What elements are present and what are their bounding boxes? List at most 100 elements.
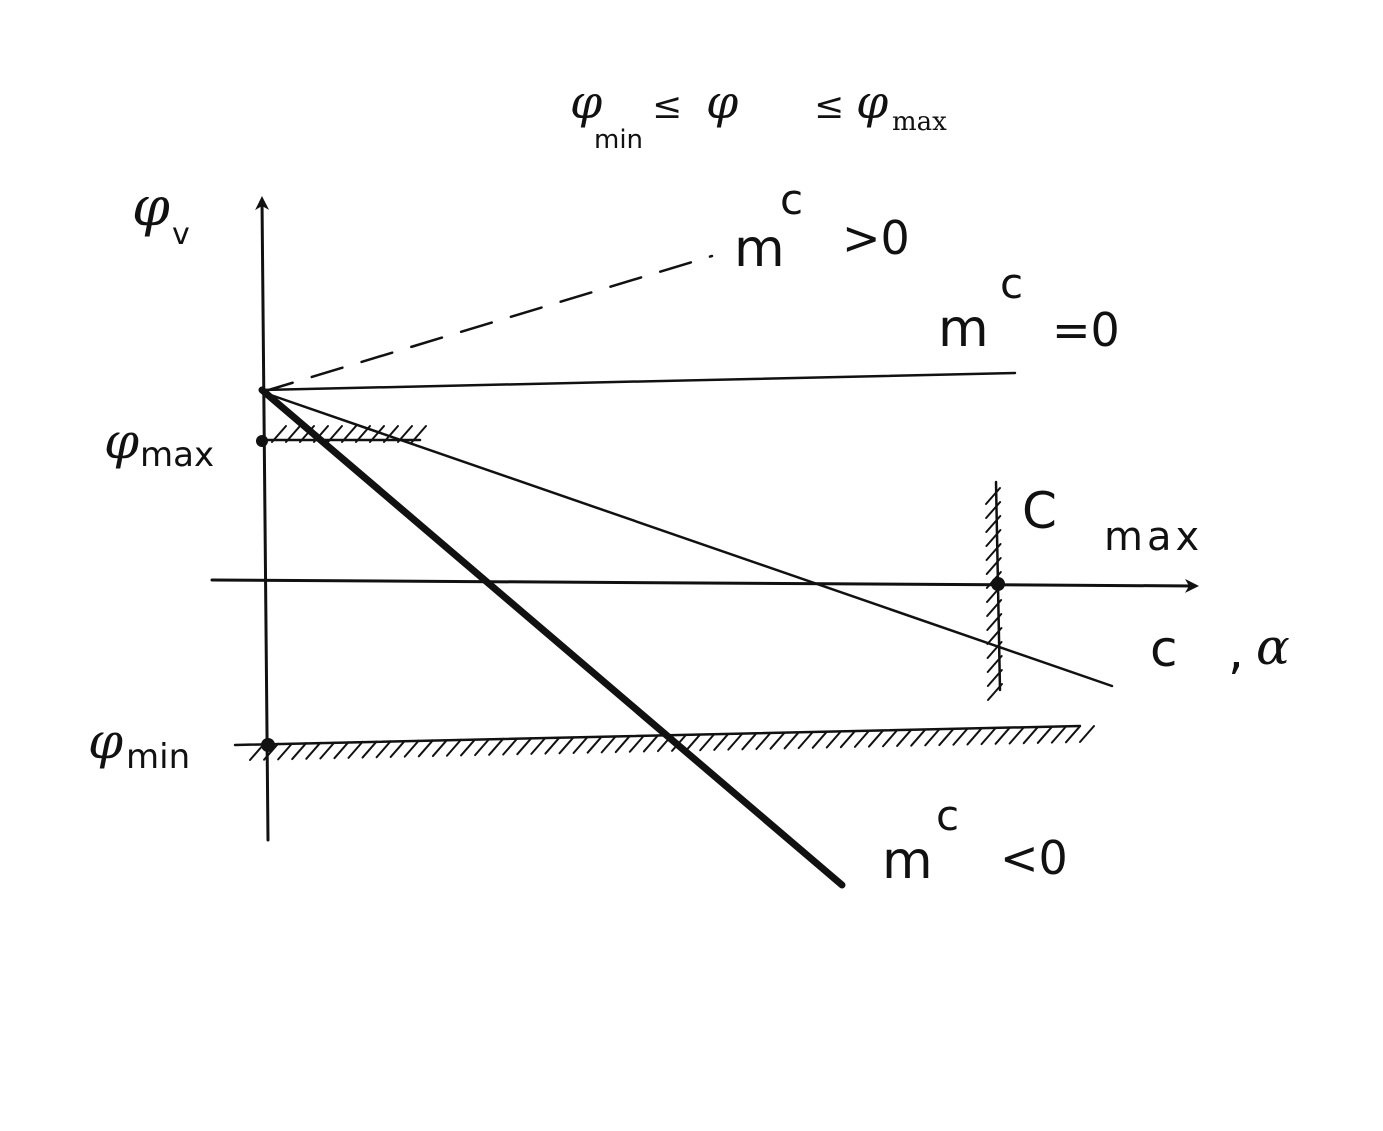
- constraint-phi-symbol: φ: [706, 75, 739, 129]
- line-m-positive: [260, 254, 714, 394]
- hatch-mark: [628, 734, 645, 753]
- y-axis: [255, 196, 270, 842]
- hatch-mark: [994, 726, 1011, 745]
- hatch-mark: [327, 425, 343, 443]
- label-m-zero: m c =0: [938, 259, 1120, 359]
- hatch-mark: [713, 732, 730, 751]
- hatch-mark: [642, 734, 659, 753]
- hatch-mark: [1079, 725, 1095, 743]
- line-m-negative: [258, 386, 846, 889]
- hatch-mark: [530, 736, 547, 755]
- hatch-mark: [985, 487, 1001, 505]
- label-m-negative-relation: <0: [1000, 831, 1068, 885]
- hatch-mark: [544, 736, 561, 755]
- hatch-mark: [474, 738, 491, 757]
- hatch-mark: [445, 738, 462, 757]
- phi-max-point: [256, 435, 268, 447]
- label-m-negative: m c <0: [882, 791, 1068, 891]
- constraint-min-subscript: min: [594, 125, 643, 155]
- hatch-mark: [986, 641, 1003, 659]
- hatch-mark: [375, 740, 392, 759]
- x-axis-label: c , α: [1150, 618, 1290, 680]
- x-axis-label-separator: ,: [1228, 622, 1244, 680]
- c-max-label-subscript: max: [1104, 514, 1203, 560]
- hatch-mark: [614, 735, 631, 754]
- phi-min-label-symbol: φ: [88, 712, 123, 770]
- hatch-mark: [853, 729, 870, 748]
- y-axis-label-subscript: v: [172, 217, 190, 252]
- hatch-mark: [263, 742, 280, 761]
- hatch-mark: [291, 742, 308, 761]
- label-m-positive-c: c: [780, 175, 803, 224]
- hatch-mark: [417, 739, 434, 758]
- phi-min-point: [261, 738, 275, 752]
- hatch-mark: [811, 730, 828, 749]
- hatch-mark: [305, 741, 322, 760]
- hatch-mark: [341, 425, 357, 443]
- hatch-mark: [986, 613, 1003, 631]
- hatch-mark: [516, 737, 533, 756]
- label-m-zero-c: c: [1000, 259, 1023, 308]
- hatch-mark: [403, 739, 420, 758]
- hatch-mark: [319, 741, 336, 760]
- label-m-zero-m: m: [938, 299, 989, 359]
- hatch-mark: [980, 727, 997, 746]
- hatch-mark: [1050, 725, 1067, 744]
- phi-min-label-subscript: min: [126, 737, 190, 777]
- hatch-mark: [460, 738, 477, 757]
- hatch-mark: [985, 557, 1002, 575]
- hatch-mark: [277, 742, 294, 761]
- hatch-mark: [271, 425, 287, 443]
- hatch-mark: [985, 529, 1002, 547]
- phi-max-label-subscript: max: [140, 435, 214, 475]
- c-max-hatching: [985, 487, 1003, 701]
- hatch-mark: [986, 627, 1003, 645]
- hatch-mark: [369, 425, 385, 443]
- hatch-mark: [488, 737, 505, 756]
- constraint-leq-left: ≤: [652, 86, 682, 127]
- hatch-mark: [586, 735, 603, 754]
- label-m-negative-c: c: [936, 791, 959, 840]
- y-axis-label: φ v: [132, 175, 190, 252]
- hatch-mark: [986, 655, 1003, 673]
- hatch-mark: [952, 727, 969, 746]
- c-max-label-symbol: C: [1022, 482, 1057, 540]
- c-max-boundary: C max: [985, 480, 1203, 701]
- x-axis: [210, 578, 1199, 593]
- hatch-mark: [1036, 725, 1053, 744]
- hatch-mark: [839, 730, 856, 749]
- hatch-mark: [896, 728, 913, 747]
- hatch-mark: [882, 729, 899, 748]
- hatch-mark: [985, 501, 1002, 519]
- hatch-mark: [985, 543, 1002, 561]
- hatch-mark: [347, 740, 364, 759]
- hatch-mark: [333, 741, 350, 760]
- hatch-mark: [502, 737, 519, 756]
- phi-max-label-symbol: φ: [104, 412, 139, 470]
- hatch-mark: [741, 732, 758, 751]
- hatch-mark: [600, 735, 617, 754]
- label-m-positive-m: m: [734, 219, 785, 279]
- c-max-point: [991, 577, 1005, 591]
- hatch-mark: [558, 736, 575, 755]
- line-intermediate: [260, 390, 1114, 688]
- hatch-mark: [783, 731, 800, 750]
- hatch-mark: [987, 683, 1003, 701]
- constraint-phi-max-symbol: φ: [856, 75, 889, 129]
- constraint-phi-min-symbol: φ: [570, 75, 603, 129]
- label-m-negative-m: m: [882, 831, 933, 891]
- hatch-mark: [572, 735, 589, 754]
- hatch-mark: [924, 728, 941, 747]
- label-m-zero-relation: =0: [1052, 303, 1120, 357]
- hatch-mark: [755, 732, 772, 751]
- hatch-mark: [727, 732, 744, 751]
- hatch-mark: [1008, 726, 1025, 745]
- phi-min-hatching: [249, 725, 1095, 761]
- hatch-mark: [825, 730, 842, 749]
- phi-min-level: φ min: [88, 712, 1095, 777]
- hatch-mark: [867, 729, 884, 748]
- hatch-mark: [1064, 725, 1081, 744]
- hatch-mark: [383, 425, 399, 443]
- hatch-mark: [1022, 726, 1039, 745]
- hatch-mark: [797, 731, 814, 750]
